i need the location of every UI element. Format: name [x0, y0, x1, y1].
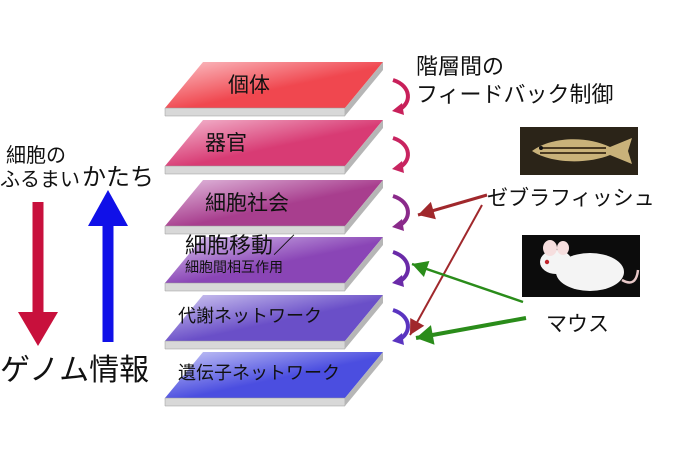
mouse-arrow-to-cell-migration [411, 260, 524, 304]
organism-arrows [409, 193, 527, 345]
layer-1 [164, 120, 383, 175]
up-arrow [88, 190, 128, 342]
layer-5 [164, 352, 383, 407]
feedback-arrow-4 [392, 308, 410, 345]
shape-label: かたち [82, 163, 154, 191]
layer-2 [164, 180, 383, 235]
layer-label-1: 器官 [205, 131, 247, 155]
feedback-arrow-1 [392, 136, 410, 173]
cell-behavior-line2: ふるまい [0, 167, 80, 191]
mouse-label: マウス [546, 312, 609, 336]
layer-4 [164, 295, 383, 350]
cell-behavior-line1: 細胞の [6, 143, 66, 167]
feedback-arrow-3 [392, 250, 410, 287]
genome-info-label: ゲノム情報 [0, 353, 150, 388]
feedback-arrows [392, 78, 410, 345]
mouse-arrow-to-metabolism [415, 316, 527, 345]
zebrafish-label: ゼブラフィッシュ [487, 186, 655, 210]
hierarchy-title-line1: 階層間の [416, 55, 505, 80]
layer-label-3: 細胞移動／ [185, 234, 296, 259]
feedback-arrow-2 [392, 194, 410, 231]
feedback-arrow-0 [392, 78, 410, 115]
layer-sublabel-3: 細胞間相互作用 [185, 260, 283, 276]
zebrafish-arrow-to-metabolism [409, 204, 483, 336]
layer-label-0: 個体 [228, 73, 270, 97]
layer-0 [164, 62, 383, 117]
zebrafish-icon [520, 127, 638, 175]
layer-label-2: 細胞社会 [205, 191, 289, 215]
layer-label-4: 代謝ネットワーク [178, 306, 322, 327]
layer-label-5: 遺伝子ネットワーク [178, 363, 340, 384]
zebrafish-arrow-to-cell-society [417, 193, 488, 220]
mouse-icon [522, 235, 640, 297]
layer-3 [164, 237, 383, 292]
down-arrow [18, 202, 58, 346]
hierarchy-title-line2: フィードバック制御 [416, 83, 614, 108]
layer-stack [164, 62, 383, 407]
